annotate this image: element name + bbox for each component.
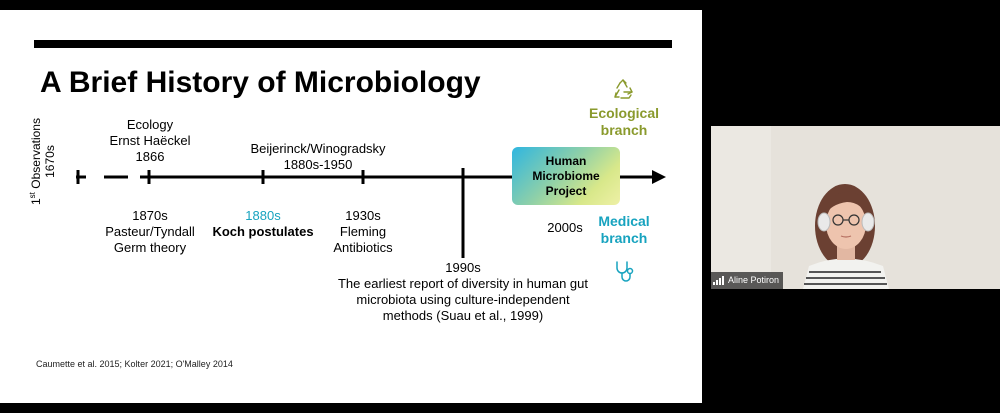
first-observations-label: 1st Observations 1670s <box>28 118 57 205</box>
recycle-icon <box>614 79 633 99</box>
event-1990s: 1990s The earliest report of diversity i… <box>337 260 589 323</box>
timeline-axis <box>76 168 666 258</box>
citation: Caumette et al. 2015; Kolter 2021; O'Mal… <box>36 359 233 369</box>
slide-top-bar <box>34 40 672 48</box>
ecological-branch-label: Ecological branch <box>588 105 660 138</box>
presentation-slide: A Brief History of Microbiology 1st Obse… <box>0 10 702 403</box>
participant-name: Aline Potiron <box>728 275 780 285</box>
hmp-year: 2000s <box>547 220 583 235</box>
medical-branch-label: Medical branch <box>598 213 650 246</box>
event-germ-theory: 1870s Pasteur/Tyndall Germ theory <box>105 208 195 255</box>
stethoscope-icon <box>616 261 634 282</box>
participant-video <box>711 126 1000 289</box>
signal-bars-icon <box>713 276 724 285</box>
event-beijerinck: Beijerinck/Winogradsky 1880s-1950 <box>250 141 386 172</box>
slide-title: A Brief History of Microbiology <box>40 66 481 99</box>
human-microbiome-project-box: Human Microbiome Project <box>512 147 620 205</box>
participant-video-tile[interactable]: Aline Potiron <box>711 126 1000 289</box>
event-antibiotics: 1930s Fleming Antibiotics <box>333 208 393 255</box>
event-ecology: Ecology Ernst Haëckel 1866 <box>109 117 191 164</box>
event-koch: 1880s Koch postulates <box>212 208 314 239</box>
participant-name-tag: Aline Potiron <box>711 272 784 289</box>
